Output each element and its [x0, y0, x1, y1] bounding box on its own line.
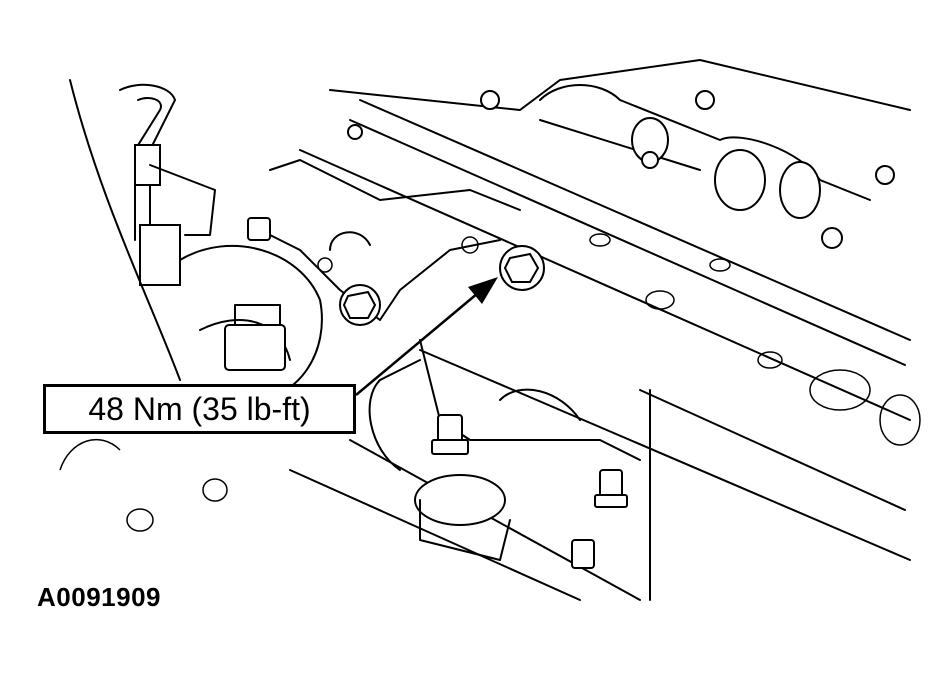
- torque-callout: 48 Nm (35 lb-ft): [43, 384, 356, 434]
- stud-bolt: [431, 414, 469, 455]
- stud-bolt: [571, 539, 595, 569]
- stud-bolt: [247, 217, 271, 241]
- lower-bracket: [368, 339, 641, 561]
- stud-bolt: [594, 469, 628, 508]
- tube-assembly: [119, 83, 216, 286]
- bracket-nut: [339, 284, 381, 326]
- bolts: [247, 217, 628, 569]
- torque-nut: [499, 245, 545, 291]
- reference-holes: [59, 439, 228, 532]
- mount-bracket: [259, 159, 521, 321]
- callout-arrow: [355, 277, 498, 396]
- engine-block: [289, 59, 921, 601]
- camshaft: [347, 84, 895, 249]
- pump-housing: [69, 79, 323, 401]
- figure-id: A0091909: [37, 582, 161, 612]
